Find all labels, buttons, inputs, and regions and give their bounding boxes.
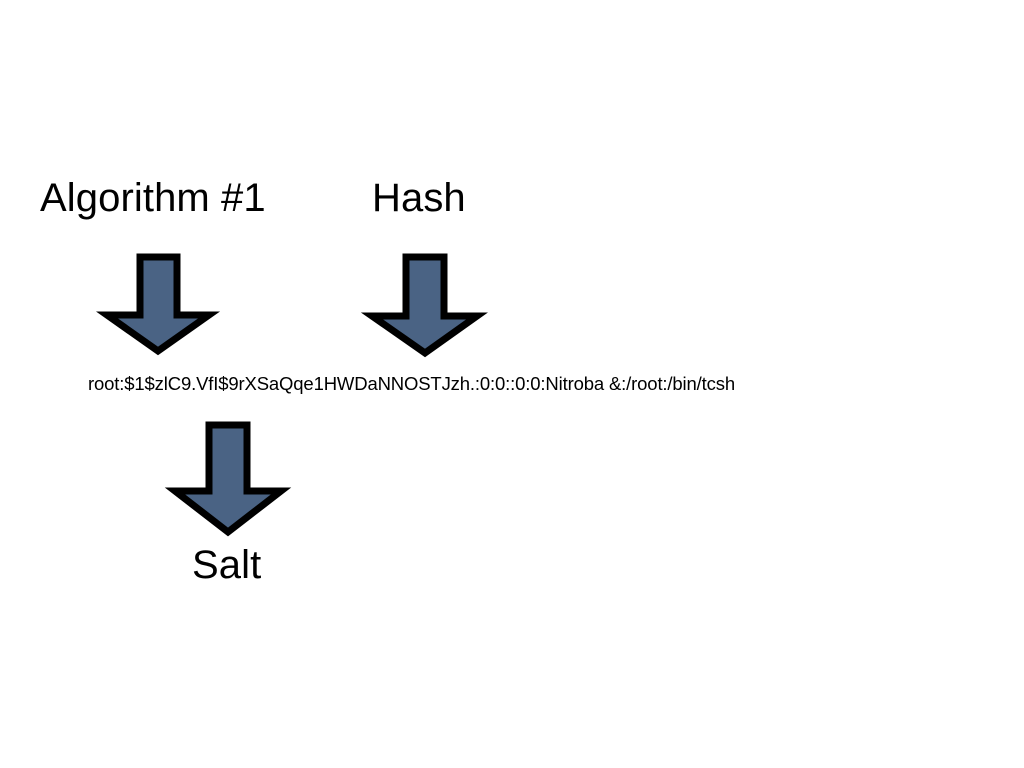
arrow-shape	[360, 253, 488, 358]
label-hash: Hash	[372, 176, 466, 220]
label-salt: Salt	[192, 543, 262, 587]
arrow-shape	[95, 253, 221, 356]
salt-arrow-glyph	[164, 421, 292, 537]
algorithm-arrow-glyph	[95, 253, 221, 356]
shadow-file-entry: root:$1$zlC9.VfI$9rXSaQqe1HWDaNNOSTJzh.:…	[88, 373, 735, 394]
label-algorithm: Algorithm #1	[40, 176, 266, 220]
algorithm-arrow-icon	[95, 253, 221, 356]
salt-arrow-icon	[164, 421, 292, 537]
arrow-shape	[164, 421, 292, 537]
hash-arrow-glyph	[360, 253, 488, 358]
hash-arrow-icon	[360, 253, 488, 358]
